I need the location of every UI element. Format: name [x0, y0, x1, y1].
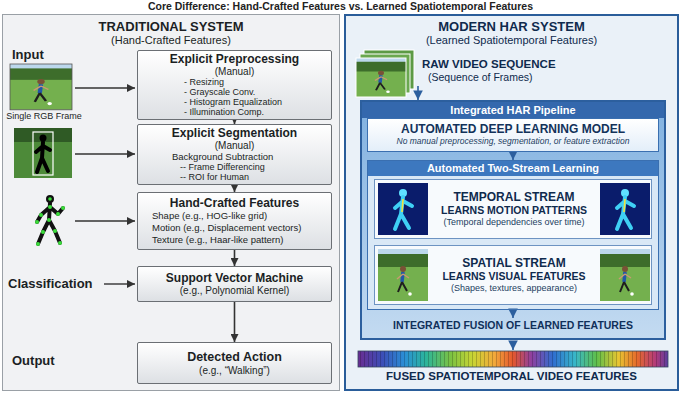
- box-heading: Explicit Segmentation: [142, 127, 327, 140]
- stream-box: TEMPORAL STREAMLEARNS MOTION PATTERNS(Te…: [374, 179, 652, 239]
- box-heading: Detected Action: [142, 350, 327, 365]
- leader-arrow: [75, 87, 135, 88]
- stream-fill: [374, 245, 652, 305]
- box-heading: Hand-Crafted Features: [142, 196, 327, 210]
- box-item: - Histogram Equalization: [142, 97, 327, 107]
- box-heading: Support Vector Machine: [142, 271, 327, 285]
- box-heading: Automated Two-Stream Learning: [368, 161, 658, 176]
- flow-arrow: [512, 152, 514, 160]
- input-arrow: [417, 86, 419, 100]
- stage-label: Output: [12, 353, 92, 368]
- feature-bar-stripes: [358, 351, 668, 367]
- panel-fill: [2, 14, 340, 391]
- output-box: Detected Action(e.g., “Walking”): [137, 342, 332, 384]
- image-trees: [14, 128, 72, 142]
- leader-arrow: [75, 220, 135, 221]
- leader-arrows: [75, 88, 135, 284]
- input-label: RAW VIDEO SEQUENCE: [422, 57, 622, 71]
- fusion-arrow: [512, 310, 514, 318]
- pose-figure: [35, 195, 65, 246]
- box-note: No manual preprocessing, segmentation, o…: [372, 136, 654, 147]
- motion-picture: [600, 183, 650, 235]
- box-heading: Integrated HAR Pipeline: [362, 102, 664, 118]
- box-item: - Resizing: [142, 77, 327, 87]
- stream-heading: SPATIAL STREAM: [431, 256, 597, 270]
- stream-note: (Temporal dependencies over time): [431, 217, 597, 228]
- video-frames: [356, 50, 414, 97]
- box-subheading: (e.g., “Walking”): [142, 365, 327, 377]
- output-arrow: [512, 341, 514, 350]
- two-stream-box: Automated Two-Stream LearningTEMPORAL ST…: [367, 160, 659, 310]
- process-box: Explicit Segmentation(Manual)Background …: [137, 124, 332, 185]
- stream-subheading: LEARNS VISUAL FEATURES: [431, 270, 597, 283]
- leader-arrow: [104, 283, 135, 284]
- figure-body: [37, 203, 63, 244]
- stream-note: (Shapes, textures, appearance): [431, 283, 597, 294]
- system-panel: MODERN HAR SYSTEM(Learned Spatiotemporal…: [344, 14, 679, 391]
- stream-subheading: LEARNS MOTION PATTERNS: [431, 204, 597, 217]
- box-item: -- ROI for Human: [142, 172, 327, 182]
- box-heading: Explicit Preprocessing: [142, 53, 327, 66]
- pipeline-box: Integrated HAR PipelineAUTOMATED DEEP LE…: [360, 100, 666, 340]
- appearance-picture: [600, 249, 650, 301]
- segmentation-image: [14, 128, 72, 178]
- box-item: -- Frame Differencing: [142, 162, 327, 172]
- classifier-box: Support Vector Machine(e.g., Polynomial …: [137, 266, 332, 302]
- roi-box: [33, 132, 53, 175]
- two-stream-fill: [367, 160, 659, 310]
- input-sublabel: (Sequence of Frames): [428, 71, 608, 84]
- panel-subheading: (Learned Spatiotemporal Features): [346, 34, 677, 47]
- frame-border: [356, 58, 406, 97]
- stage-label: Input: [12, 47, 82, 62]
- system-panel: TRADITIONAL SYSTEM(Hand-Crafted Features…: [2, 14, 340, 391]
- panel-heading: TRADITIONAL SYSTEM: [3, 19, 339, 34]
- input-frame: [10, 64, 72, 110]
- flow-arrow: [234, 302, 236, 342]
- pipeline-fill: [360, 100, 666, 340]
- model-box: AUTOMATED DEEP LEARNING MODELNo manual p…: [367, 118, 659, 152]
- stream-box: SPATIAL STREAMLEARNS VISUAL FEATURES(Sha…: [374, 245, 652, 305]
- box-item: Texture (e.g., Haar-like pattern): [142, 234, 327, 246]
- leader-arrow: [75, 153, 135, 154]
- fusion-label: INTEGRATED FUSION OF LEARNED FEATURES: [362, 319, 664, 332]
- box-item: Shape (e.g., HOG-like grid): [142, 210, 327, 222]
- process-box: Explicit Preprocessing(Manual)- Resizing…: [137, 50, 332, 120]
- flow-arrow: [234, 185, 236, 192]
- stream-heading: TEMPORAL STREAM: [431, 190, 597, 204]
- frame-picture: [10, 64, 72, 110]
- appearance-picture: [378, 249, 428, 301]
- box-heading: AUTOMATED DEEP LEARNING MODEL: [372, 123, 654, 136]
- front-frame: [356, 58, 406, 97]
- flow-arrow: [234, 250, 236, 266]
- feature-box: Hand-Crafted FeaturesShape (e.g., HOG-li…: [137, 192, 332, 250]
- stage-label: Classification: [8, 276, 102, 292]
- box-subheading: (e.g., Polynomial Kernel): [142, 285, 327, 297]
- stream-fill: [374, 179, 652, 239]
- box-subheading: (Manual): [142, 66, 327, 77]
- joint-dots: [35, 197, 65, 246]
- panel-heading: MODERN HAR SYSTEM: [346, 19, 677, 34]
- box-item: - Illumination Comp.: [142, 107, 327, 117]
- image-caption: Single RGB Frame: [2, 111, 86, 122]
- silhouette-body: [36, 142, 50, 172]
- output-label: FUSED SPATIOTEMPORAL VIDEO FEATURES: [344, 369, 679, 384]
- box-subheading: (Manual): [142, 140, 327, 151]
- feature-bar: [358, 351, 668, 367]
- box-item: Motion (e.g., Displacement vectors): [142, 222, 327, 234]
- diagram-title: Core Difference: Hand-Crafted Features v…: [0, 0, 681, 13]
- panel-fill: [344, 14, 679, 391]
- box-item: Background Subtraction: [142, 151, 327, 162]
- frame-border: [10, 64, 72, 110]
- image-ground: [14, 128, 72, 178]
- panel-subheading: (Hand-Crafted Features): [3, 34, 339, 47]
- box-item: - Grayscale Conv.: [142, 87, 327, 97]
- motion-picture: [378, 183, 428, 235]
